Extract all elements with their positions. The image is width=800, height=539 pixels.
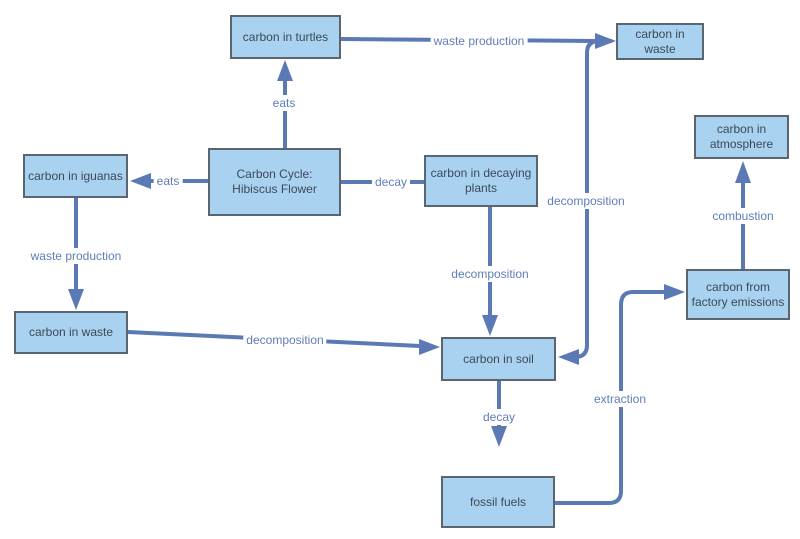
arrowhead-down-icon (491, 426, 507, 447)
node-carbon-in-waste-left[interactable]: carbon in waste (14, 311, 128, 354)
edge-label-decomposition-right: decomposition (544, 193, 628, 209)
node-fossil-fuels[interactable]: fossil fuels (441, 476, 555, 528)
arrowhead-up-icon (735, 161, 751, 183)
node-carbon-from-factory-emissions[interactable]: carbon from factory emissions (686, 269, 790, 320)
edge-label-eats-iguanas: eats (153, 173, 183, 189)
arrowhead-left-icon (558, 349, 579, 365)
node-carbon-in-turtles[interactable]: carbon in turtles (230, 15, 341, 59)
arrowhead-down-icon (482, 315, 498, 336)
edge-hub-turtles (277, 60, 293, 148)
edge-label-decay-soil: decay (479, 409, 519, 425)
edge-label-extraction: extraction (590, 391, 650, 407)
arrowhead-left-icon (130, 173, 151, 189)
arrowhead-down-icon (68, 289, 84, 310)
arrowhead-right-icon (419, 339, 440, 355)
edge-label-waste-production-left: waste production (27, 248, 125, 264)
edge-label-combustion: combustion (709, 208, 777, 224)
edge-label-decomposition-middle: decomposition (448, 266, 532, 282)
edge-factory-atmosphere (735, 161, 751, 269)
node-carbon-in-atmosphere[interactable]: carbon in atmosphere (694, 115, 789, 159)
node-carbon-in-soil[interactable]: carbon in soil (441, 337, 556, 381)
edge-label-eats-turtles: eats (269, 95, 299, 111)
edge-label-decay-plants: decay (371, 174, 411, 190)
edge-label-waste-production-top: waste production (430, 33, 528, 49)
arrowhead-right-icon (664, 284, 685, 300)
node-carbon-cycle-hibiscus-flower[interactable]: Carbon Cycle: Hibiscus Flower (208, 148, 341, 216)
edge-label-decomposition-bottom-left: decomposition (243, 332, 327, 348)
node-carbon-in-waste-top[interactable]: carbon in waste (616, 23, 704, 60)
node-carbon-in-decaying-plants[interactable]: carbon in decaying plants (424, 155, 538, 207)
edge-decaying-plants-soil (482, 207, 498, 336)
node-carbon-in-iguanas[interactable]: carbon in iguanas (23, 154, 128, 198)
arrowhead-up-icon (277, 60, 293, 81)
edge-iguanas-waste-left (68, 198, 84, 310)
